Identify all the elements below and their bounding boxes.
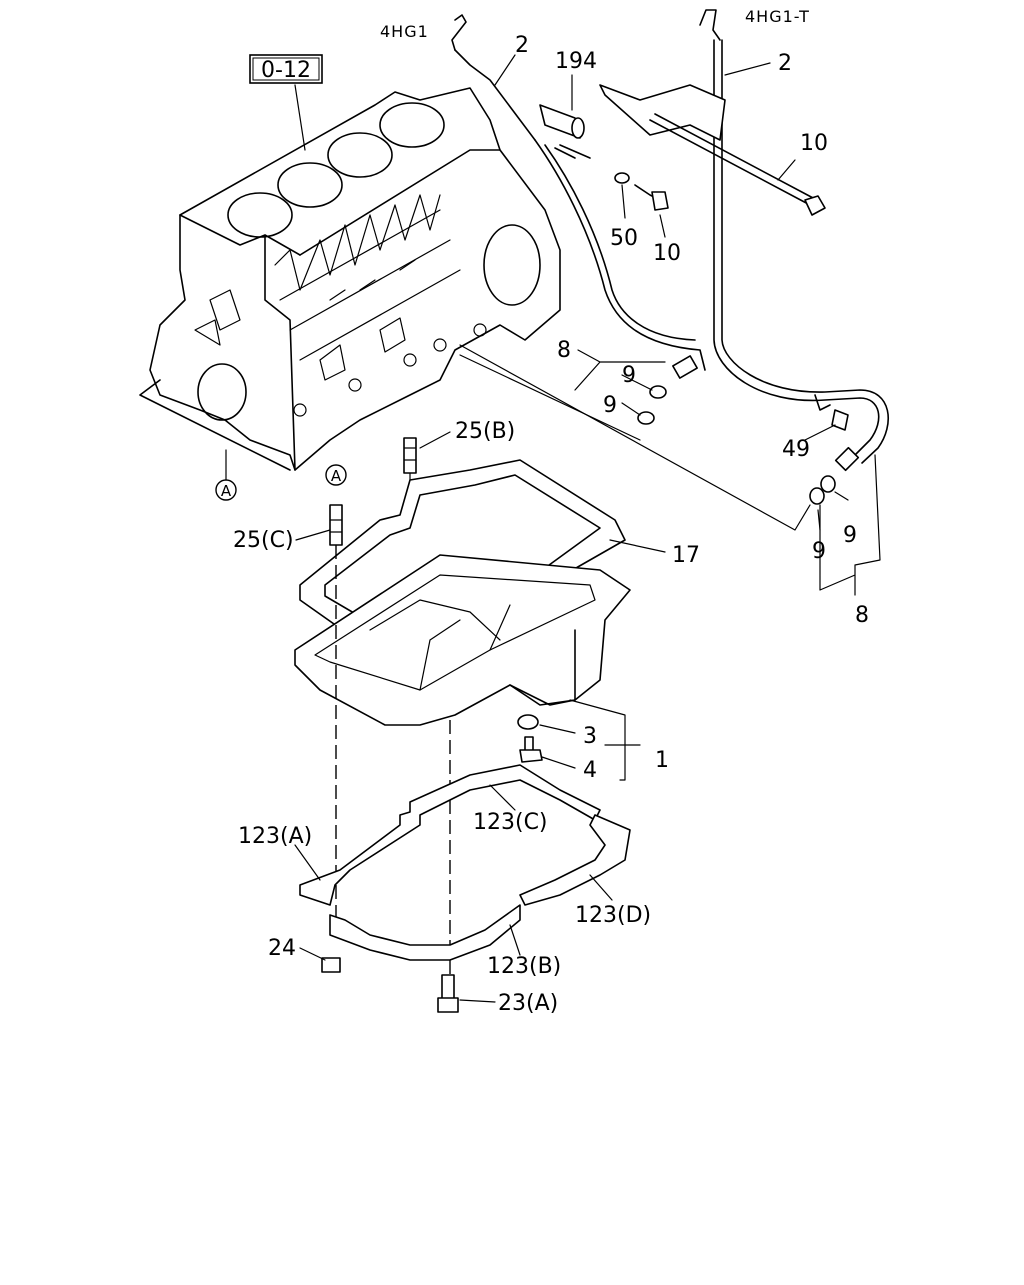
oil-pan xyxy=(294,554,631,726)
callout-194: 194 xyxy=(555,49,597,74)
o-ring-9 xyxy=(637,411,655,425)
callout-17: 17 xyxy=(672,543,700,568)
washer-3 xyxy=(517,714,539,730)
callout-2: 2 xyxy=(515,33,529,58)
callout-leaders xyxy=(294,54,881,1003)
dipstick-4hg1 xyxy=(451,14,706,379)
stud-25b xyxy=(403,437,417,474)
part-194-spacer xyxy=(539,104,585,139)
cylinder-block xyxy=(139,87,561,471)
bolt-10-short xyxy=(634,184,669,211)
callout-1: 1 xyxy=(655,748,669,773)
marker-a-top: A xyxy=(325,464,347,486)
baffle-gasket-set-123 xyxy=(299,764,631,961)
leader-line xyxy=(459,354,641,441)
ref-box-label: 0-12 xyxy=(261,58,311,83)
callout-10: 10 xyxy=(800,131,828,156)
callout-49: 49 xyxy=(782,437,810,462)
callout-25b: 25(B) xyxy=(455,419,515,444)
o-ring-9 xyxy=(820,475,836,493)
drain-plug-4 xyxy=(519,736,543,763)
bolt-49 xyxy=(831,409,849,431)
stud-25c xyxy=(329,504,343,546)
marker-label: A xyxy=(331,467,342,485)
callout-9: 9 xyxy=(603,393,617,418)
callout-9: 9 xyxy=(622,363,636,388)
callout-2: 2 xyxy=(778,51,792,76)
callout-123b: 123(B) xyxy=(487,954,561,979)
variant-label-4hg1: 4HG1 xyxy=(380,22,429,41)
marker-a-bottom: A xyxy=(215,479,237,501)
reference-box[interactable]: 0-12 xyxy=(249,54,323,84)
callout-10: 10 xyxy=(653,241,681,266)
callout-25c: 25(C) xyxy=(233,528,294,553)
variant-label-4hg1-t: 4HG1-T xyxy=(745,7,810,26)
callout-3: 3 xyxy=(583,724,597,749)
callout-8: 8 xyxy=(855,603,869,628)
bolt-10-long xyxy=(649,113,826,216)
bolt-24 xyxy=(321,957,341,973)
callout-123a: 123(A) xyxy=(238,824,312,849)
callout-123d: 123(D) xyxy=(575,903,651,928)
washer-50 xyxy=(614,172,630,184)
callout-24: 24 xyxy=(268,936,296,961)
leader-line xyxy=(459,344,811,531)
dipstick-4hg1-t xyxy=(599,9,890,472)
callout-9: 9 xyxy=(812,539,826,564)
callout-4: 4 xyxy=(583,758,597,783)
bolt-23a xyxy=(437,974,459,1013)
callout-23a: 23(A) xyxy=(498,991,558,1016)
callout-50: 50 xyxy=(610,226,638,251)
callout-9: 9 xyxy=(843,523,857,548)
callout-8: 8 xyxy=(557,338,571,363)
o-ring-9 xyxy=(809,487,825,505)
o-ring-9 xyxy=(649,385,667,399)
marker-label: A xyxy=(221,482,232,500)
callout-123c: 123(C) xyxy=(473,810,548,835)
